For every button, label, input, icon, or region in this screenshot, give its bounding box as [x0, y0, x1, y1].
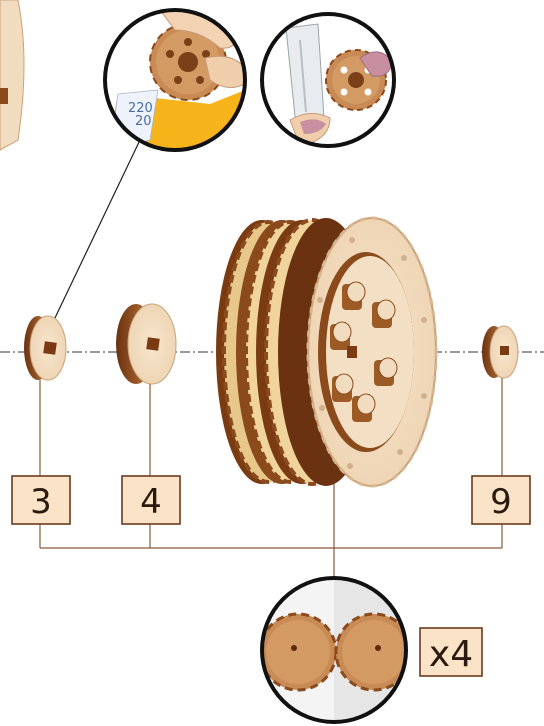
inset-gear-halves	[260, 576, 408, 724]
inset-gear-sandpaper: 220 20	[103, 8, 247, 152]
disc-part-3	[24, 315, 67, 381]
paper-text-1: 220	[128, 101, 153, 116]
hex-peg	[332, 373, 354, 402]
gear-drum-assembly	[216, 216, 438, 488]
part-label-9-text: 9	[490, 482, 512, 522]
hex-peg	[372, 299, 396, 328]
part-label-4: 4	[121, 475, 181, 525]
disc-part-4	[116, 303, 177, 385]
part-label-4-text: 4	[140, 482, 162, 522]
gear-half-left-icon	[262, 612, 338, 692]
part-label-3-text: 3	[30, 482, 52, 522]
hex-peg	[352, 393, 376, 422]
inset-leader-line	[53, 139, 141, 321]
paper-text-2: 20	[135, 114, 152, 129]
hex-peg	[374, 357, 398, 386]
gear-half-right-icon	[334, 612, 406, 692]
inset-gear-press	[260, 12, 396, 148]
disc-part-9	[482, 325, 519, 379]
quantity-text: x4	[429, 634, 473, 675]
part-label-3: 3	[11, 475, 71, 525]
quantity-badge: x4	[419, 627, 483, 677]
hex-peg	[330, 321, 352, 350]
left-edge-part	[0, 0, 25, 151]
part-label-9: 9	[471, 475, 531, 525]
hex-peg	[342, 281, 366, 310]
